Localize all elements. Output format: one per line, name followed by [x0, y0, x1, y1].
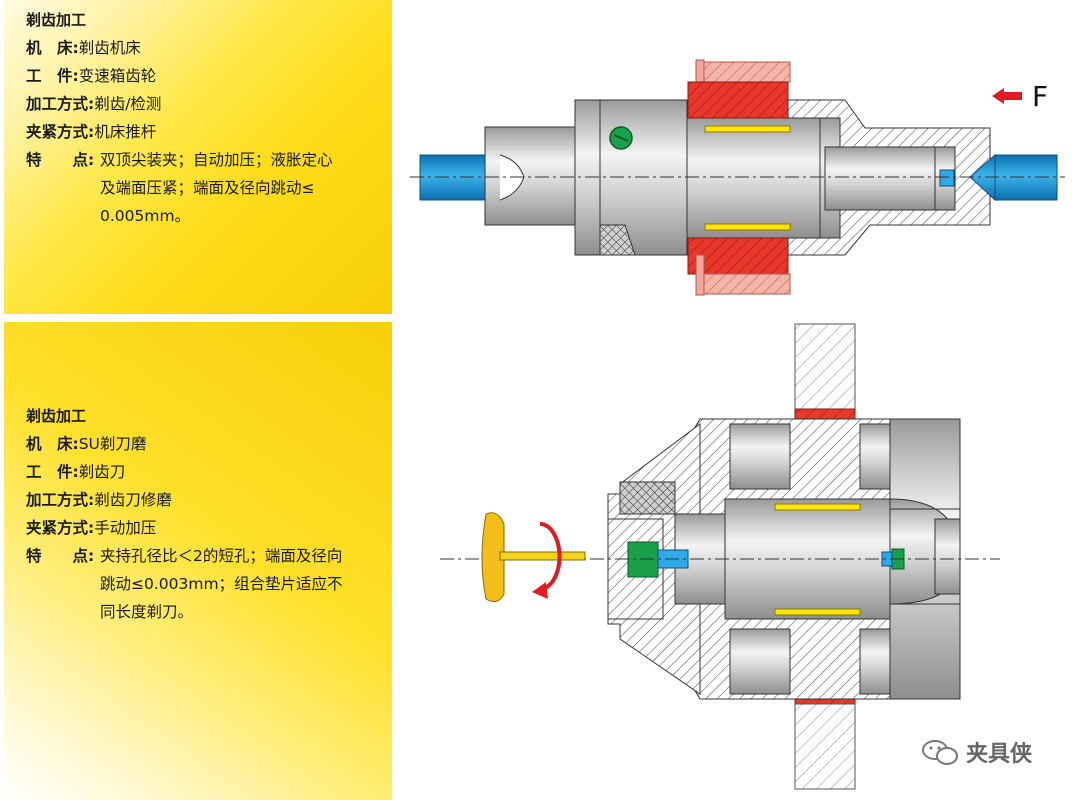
spec-value: 手动加压 — [94, 519, 157, 537]
info-panel-cutter-grinding: 剃齿加工 机 床: SU剃刀磨 工 件: 剃齿刀 加工方式: 剃齿刀修磨 夹紧方… — [4, 322, 392, 800]
spec-label: 加工方式: — [26, 95, 95, 113]
spec-row-method: 加工方式: 剃齿刀修磨 — [26, 486, 386, 514]
spec-row-workpiece: 工 件: 变速箱齿轮 — [26, 62, 386, 90]
spec-label: 机 床: — [26, 435, 79, 453]
spec-value: 剃齿刀 — [78, 463, 126, 481]
spec-value: 夹持孔径比＜2的短孔；端面及径向 — [100, 547, 343, 565]
spec-value: 剃齿刀修磨 — [94, 491, 172, 509]
spec-block: 剃齿加工 机 床: 剃齿机床 工 件: 变速箱齿轮 加工方式: 剃齿/检测 夹紧… — [26, 6, 386, 230]
spec-block: 剃齿加工 机 床: SU剃刀磨 工 件: 剃齿刀 加工方式: 剃齿刀修磨 夹紧方… — [26, 402, 386, 626]
spec-label: 工 件: — [26, 67, 79, 85]
expansion-sleeve — [774, 503, 861, 511]
feature-line: 跳动≤0.003mm；组合垫片适应不 — [100, 575, 343, 593]
expansion-sleeve — [774, 608, 861, 616]
spec-value: SU剃刀磨 — [78, 435, 147, 453]
spec-row-feature: 特 点: 双顶尖装夹；自动加压；液胀定心 — [26, 146, 386, 174]
rotate-arrow-icon — [532, 522, 562, 599]
force-label: F — [1032, 80, 1048, 113]
spec-label: 工 件: — [26, 463, 79, 481]
panel-title: 剃齿加工 — [26, 407, 87, 425]
info-panel-shaving: 剃齿加工 机 床: 剃齿机床 工 件: 变速箱齿轮 加工方式: 剃齿/检测 夹紧… — [4, 0, 392, 314]
spec-row-machine: 机 床: SU剃刀磨 — [26, 430, 386, 458]
spec-label: 特 点: — [26, 151, 95, 169]
cutter-fixture-drawing — [440, 323, 1000, 790]
watermark-text: 夹具侠 — [966, 742, 1033, 767]
spec-value: 机床推杆 — [94, 123, 157, 141]
wechat-icon — [922, 740, 958, 765]
spec-row-clamp: 夹紧方式: 手动加压 — [26, 514, 386, 542]
spec-row-clamp: 夹紧方式: 机床推杆 — [26, 118, 386, 146]
spec-row-feature: 特 点: 夹持孔径比＜2的短孔；端面及径向 — [26, 542, 386, 570]
spec-label: 机 床: — [26, 39, 79, 57]
spec-row-method: 加工方式: 剃齿/检测 — [26, 90, 386, 118]
spec-label: 夹紧方式: — [26, 519, 95, 537]
mandrel-section-drawing: F — [410, 59, 1065, 296]
watermark: 夹具侠 — [920, 736, 1032, 768]
spec-value: 变速箱齿轮 — [78, 67, 157, 85]
expansion-sleeve — [704, 223, 791, 231]
spec-label: 加工方式: — [26, 491, 95, 509]
workpiece-gear — [687, 59, 791, 296]
spec-label: 特 点: — [26, 547, 95, 565]
t-handle-wrench-icon[interactable] — [481, 512, 586, 603]
spec-label: 夹紧方式: — [26, 123, 95, 141]
spec-value: 剃齿机床 — [78, 39, 141, 57]
feature-line: 及端面压紧；端面及径向跳动≤ — [100, 179, 315, 197]
force-arrow-icon — [992, 88, 1022, 104]
spec-value: 双顶尖装夹；自动加压；液胀定心 — [100, 151, 333, 169]
spec-value: 剃齿/检测 — [94, 95, 162, 113]
spec-row-workpiece: 工 件: 剃齿刀 — [26, 458, 386, 486]
panel-title: 剃齿加工 — [26, 11, 87, 29]
spec-row-machine: 机 床: 剃齿机床 — [26, 34, 386, 62]
feature-line: 同长度剃刀。 — [100, 603, 194, 621]
expansion-sleeve — [704, 125, 791, 133]
feature-line: 0.005mm。 — [100, 207, 191, 225]
